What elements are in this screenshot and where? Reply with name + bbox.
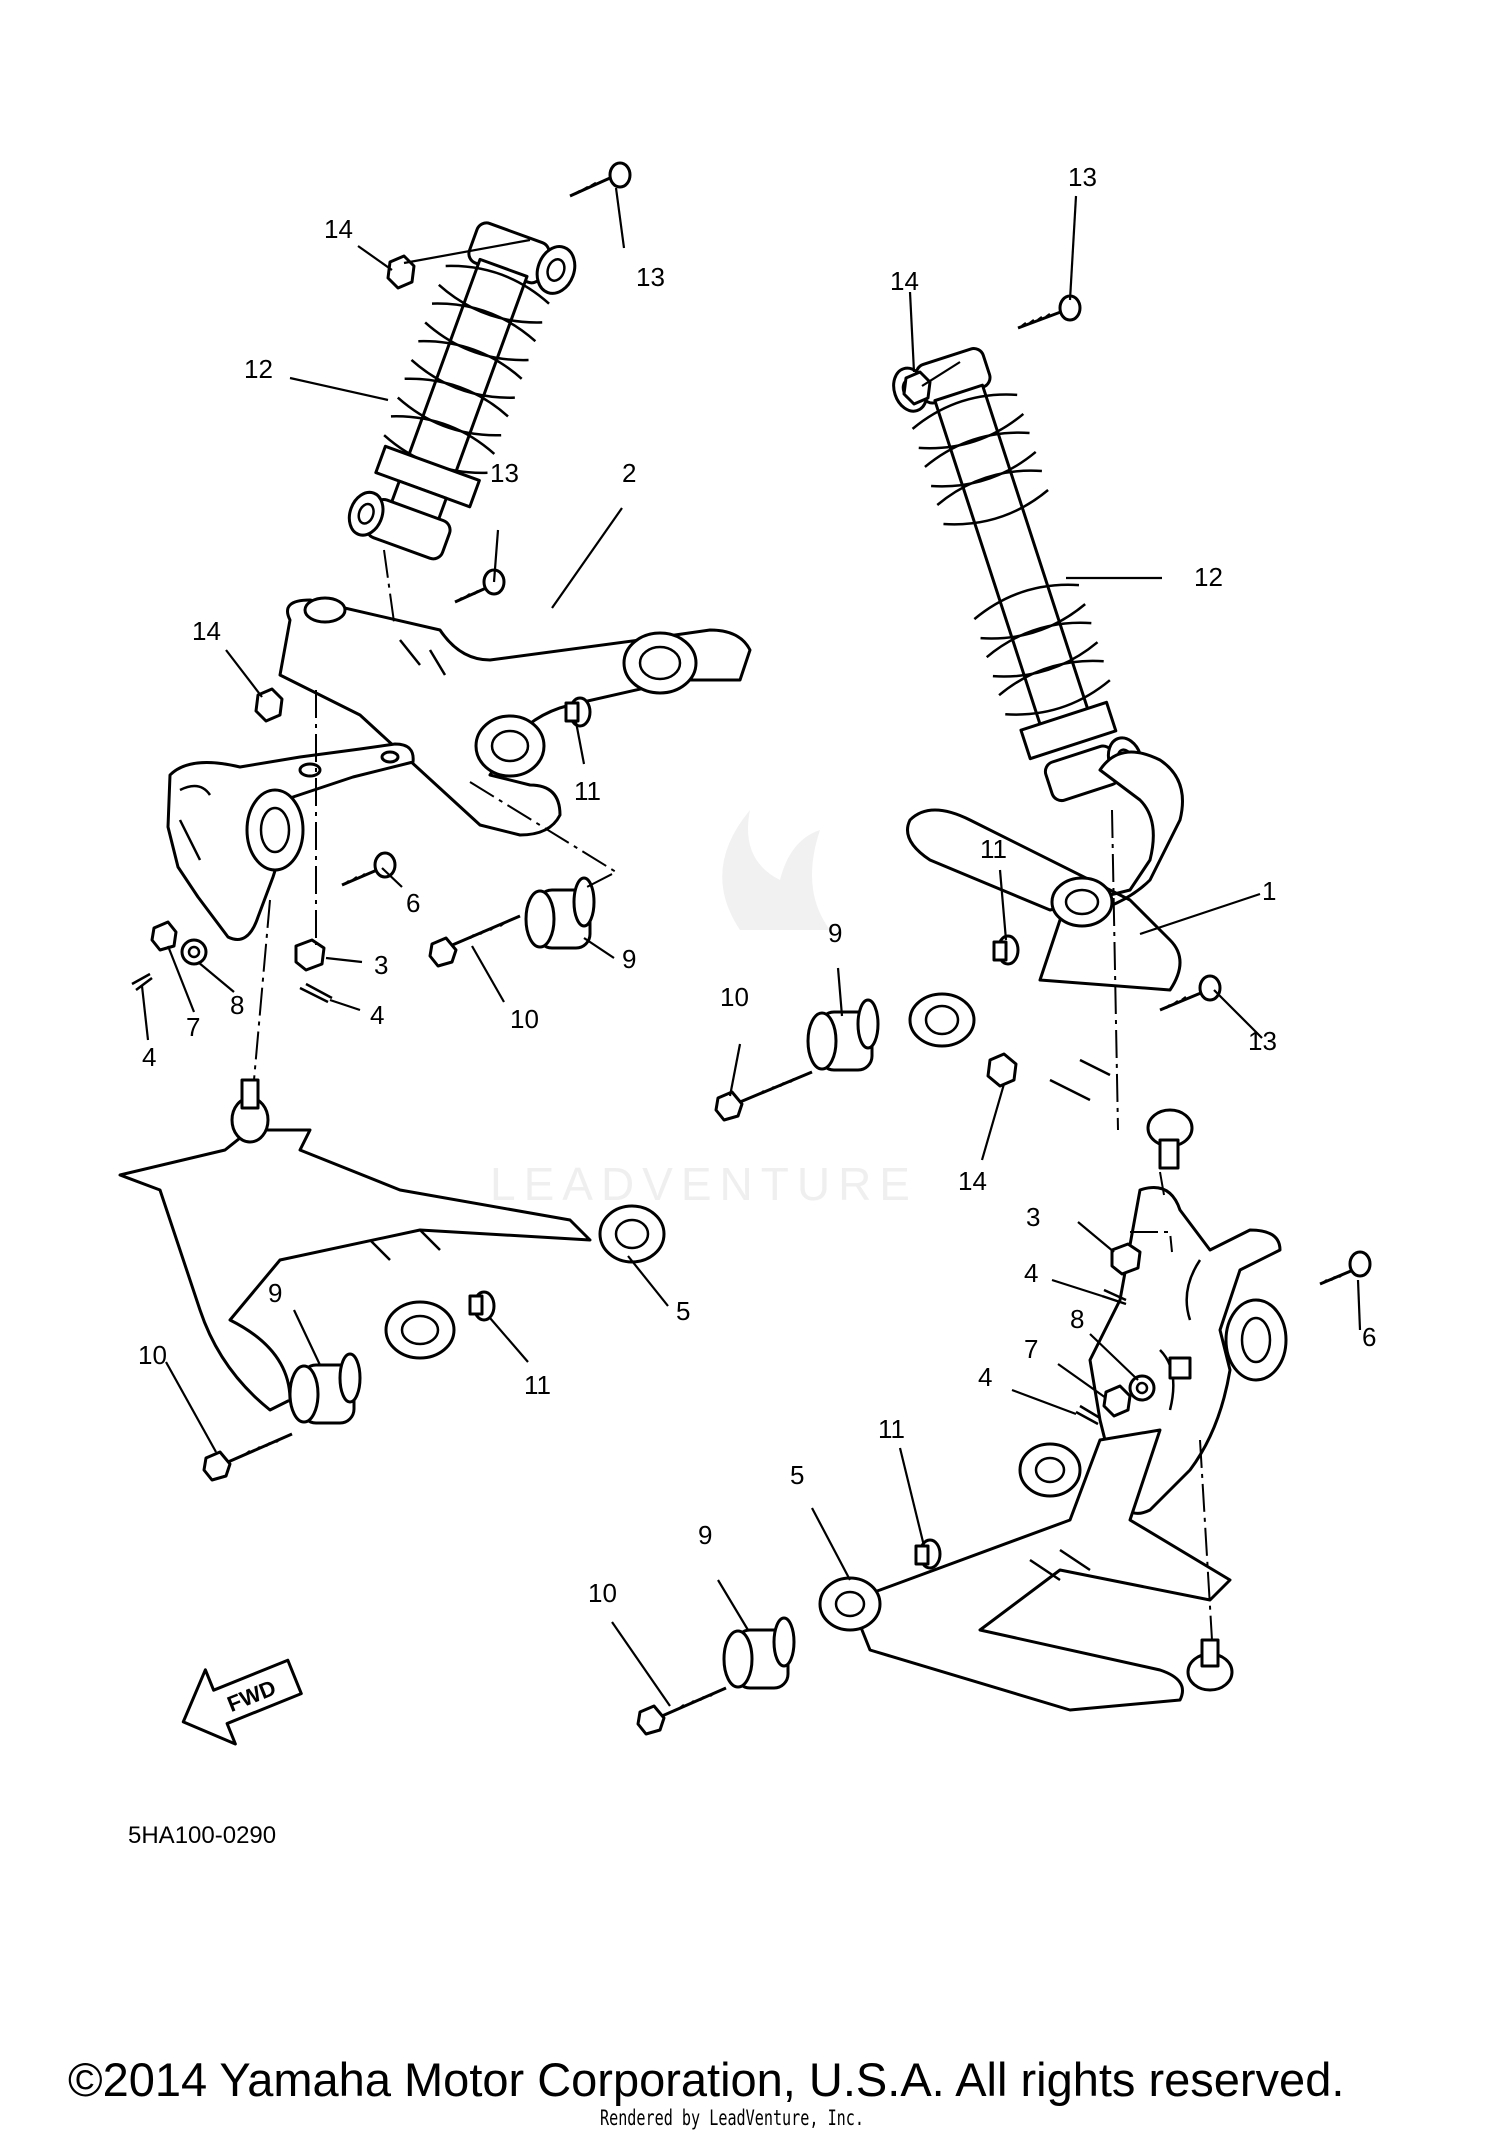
callout-l-14a: 14	[324, 214, 353, 244]
right-lower-long-bolt	[636, 1686, 727, 1736]
left-washer-8	[180, 938, 208, 966]
right-nut-7	[1102, 1384, 1132, 1418]
left-arm-bolt	[454, 568, 506, 604]
left-lower-long-bolt	[202, 1432, 293, 1482]
left-shock-top-bolt	[569, 161, 632, 198]
callout-r-10b: 10	[588, 1578, 617, 1608]
right-lower-arm	[818, 1428, 1234, 1712]
callout-l-5: 5	[676, 1296, 690, 1326]
callout-l-11b: 11	[524, 1370, 551, 1400]
callout-l-13b: 13	[490, 458, 519, 488]
right-upper-long-bolt	[714, 1070, 813, 1122]
watermark-text: LEADVENTURE	[490, 1158, 918, 1210]
callout-r-4b: 4	[978, 1362, 992, 1392]
callout-l-10a: 10	[510, 1004, 539, 1034]
callout-l-6: 6	[406, 888, 420, 918]
left-lower-arm	[118, 1078, 666, 1412]
left-cotter-pin	[299, 982, 333, 1004]
right-washer-8	[1128, 1374, 1156, 1402]
left-upper-long-bolt	[428, 914, 521, 968]
callout-l-12: 12	[244, 354, 273, 384]
left-nut-7	[150, 920, 178, 952]
callout-r-5: 5	[790, 1460, 804, 1490]
callout-leaders	[140, 187, 1362, 1707]
callout-l-9a: 9	[622, 944, 636, 974]
callout-l-4a: 4	[370, 1000, 384, 1030]
right-castle-nut	[1110, 1242, 1142, 1276]
callout-r-9a: 9	[828, 918, 842, 948]
callout-l-2: 2	[622, 458, 636, 488]
diagram-code: 5HA100-0290	[128, 1822, 277, 1849]
callout-r-6: 6	[1362, 1322, 1376, 1352]
left-knuckle-bolt	[341, 851, 397, 887]
callout-l-3: 3	[374, 950, 388, 980]
callout-l-10b: 10	[138, 1340, 167, 1370]
right-shock-top-nut	[902, 370, 932, 406]
left-arm-washer	[564, 696, 592, 728]
callout-r-13a: 13	[1068, 162, 1097, 192]
right-upper-bolt	[1159, 974, 1222, 1012]
left-cotter-pin-2	[131, 972, 153, 991]
right-upper-arm	[906, 750, 1194, 1170]
callout-numbers: 14 13 12 13 2 14 11 6 9 3 4 8 7 4 10 5 9…	[138, 162, 1376, 1608]
callout-r-14b: 14	[958, 1166, 987, 1196]
left-shock-absorber	[347, 221, 577, 561]
callout-l-7: 7	[186, 1012, 200, 1042]
right-cotter-pin	[1101, 1288, 1127, 1306]
left-steering-knuckle	[166, 742, 415, 941]
callout-l-9b: 9	[268, 1278, 282, 1308]
callout-r-1: 1	[1262, 876, 1276, 906]
callout-r-13b: 13	[1248, 1026, 1277, 1056]
rendered-by-notice: Rendered by LeadVenture, Inc.	[600, 2106, 864, 2130]
left-castle-nut	[294, 938, 326, 972]
callout-l-14b: 14	[192, 616, 221, 646]
right-lower-washer	[914, 1538, 942, 1570]
callout-r-10a: 10	[720, 982, 749, 1012]
left-lower-bushing	[288, 1352, 362, 1425]
callout-l-8: 8	[230, 990, 244, 1020]
callout-r-4a: 4	[1024, 1258, 1038, 1288]
left-arm-nut	[254, 687, 284, 723]
callout-r-12: 12	[1194, 562, 1223, 592]
left-upper-arm	[278, 596, 752, 837]
forward-arrow-icon: FWD	[181, 1658, 303, 1746]
callout-l-11a: 11	[574, 776, 601, 806]
left-shock-top-nut	[386, 254, 416, 290]
callout-r-14a: 14	[890, 266, 919, 296]
left-lower-washer	[468, 1290, 496, 1322]
right-lower-bushing	[722, 1616, 796, 1690]
copyright-notice: ©2014 Yamaha Motor Corporation, U.S.A. A…	[68, 2053, 1345, 2106]
callout-r-7: 7	[1024, 1334, 1038, 1364]
watermark: LEADVENTURE	[490, 810, 918, 1210]
right-upper-washer	[992, 934, 1020, 966]
left-upper-bushing	[524, 876, 596, 950]
right-knuckle-bolt	[1319, 1250, 1372, 1286]
callout-r-11b: 11	[878, 1414, 905, 1444]
callout-r-11a: 11	[980, 834, 1007, 864]
callout-l-4b: 4	[142, 1042, 156, 1072]
callout-r-8: 8	[1070, 1304, 1084, 1334]
callout-r-3: 3	[1026, 1202, 1040, 1232]
callout-r-9b: 9	[698, 1520, 712, 1550]
right-upper-bushing	[806, 998, 880, 1072]
callout-l-13a: 13	[636, 262, 665, 292]
right-shock-absorber	[892, 347, 1144, 803]
right-upper-nut	[986, 1052, 1018, 1088]
right-shock-top-bolt	[1017, 294, 1082, 330]
right-cotter-pin-2	[1075, 1404, 1101, 1426]
